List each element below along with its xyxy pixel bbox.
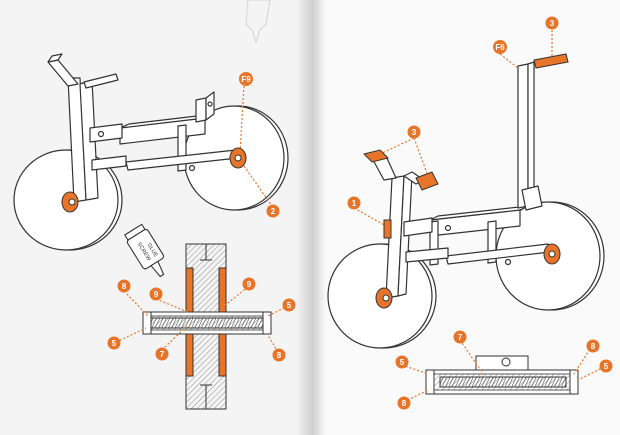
svg-text:3: 3 <box>550 19 555 28</box>
svg-text:3: 3 <box>412 128 417 137</box>
saddle-cap-orange <box>533 53 569 69</box>
callout-5-right-b: 5 <box>599 359 613 373</box>
svg-text:5: 5 <box>112 339 117 348</box>
svg-text:8: 8 <box>591 342 596 351</box>
callout-7-left: 7 <box>155 347 169 361</box>
fork-sleeve-orange <box>383 219 392 239</box>
svg-text:7: 7 <box>160 350 165 359</box>
faded-glue-bottle-illustration <box>245 0 271 44</box>
callout-8-left-a: 8 <box>117 279 131 293</box>
callout-5-left-b: 5 <box>107 336 121 350</box>
right-joint-cross-section <box>425 355 579 395</box>
svg-text:5: 5 <box>287 301 292 310</box>
callout-2: 2 <box>266 204 280 218</box>
right-grip-orange <box>415 171 439 191</box>
svg-text:8: 8 <box>402 399 407 408</box>
svg-text:7: 7 <box>458 333 463 342</box>
callout-f6: F6 <box>493 40 507 54</box>
left-joint-cross-section <box>142 243 272 410</box>
book-spine <box>296 0 326 435</box>
svg-text:5: 5 <box>604 362 609 371</box>
svg-text:9: 9 <box>247 280 252 289</box>
callout-5-right-a: 5 <box>395 355 409 369</box>
svg-text:5: 5 <box>400 358 405 367</box>
callout-7-right: 7 <box>453 330 467 344</box>
svg-text:8: 8 <box>122 282 127 291</box>
callout-5-left-a: 5 <box>282 298 296 312</box>
svg-text:F6: F6 <box>495 43 505 52</box>
callout-9-left-b: 9 <box>242 277 256 291</box>
svg-text:9: 9 <box>154 290 159 299</box>
svg-text:F9: F9 <box>241 75 251 84</box>
callout-3-handlebar: 3 <box>407 125 421 139</box>
callout-f9: F9 <box>239 72 253 86</box>
svg-text:2: 2 <box>271 207 276 216</box>
callout-3-seat: 3 <box>545 16 559 30</box>
screw-glue-bottle: SCREW GLUE <box>124 223 165 278</box>
callout-8-right-b: 8 <box>397 396 411 410</box>
svg-text:1: 1 <box>352 199 357 208</box>
callout-1: 1 <box>347 196 361 210</box>
left-grip-orange <box>363 149 389 163</box>
callout-9-left-a: 9 <box>149 287 163 301</box>
svg-text:8: 8 <box>277 351 282 360</box>
callout-8-left-b: 8 <box>272 348 286 362</box>
callout-8-right-a: 8 <box>586 339 600 353</box>
